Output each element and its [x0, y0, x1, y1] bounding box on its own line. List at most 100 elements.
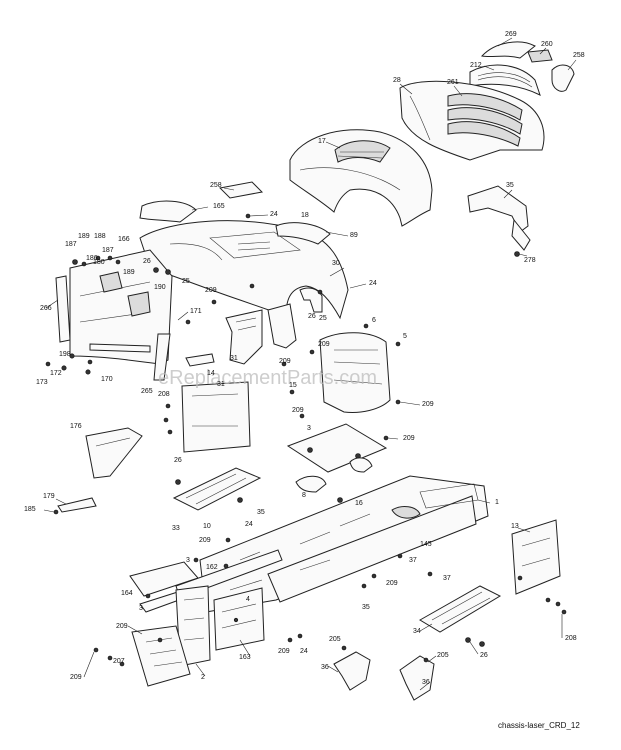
callout-c212: 212: [470, 62, 482, 69]
callout-c176: 176: [70, 423, 82, 430]
callout-c163: 163: [239, 654, 251, 661]
light-bracket: [551, 64, 575, 92]
callout-c266: 266: [40, 305, 52, 312]
callout-c25b: 25: [319, 315, 327, 322]
floor-shield: [85, 427, 143, 479]
callout-c24d: 24: [300, 648, 308, 655]
callout-c187b: 187: [102, 247, 114, 254]
leader-lines: [43, 37, 577, 691]
clip: [53, 497, 97, 515]
hood: [289, 129, 433, 227]
callout-c145: 145: [420, 541, 432, 548]
callout-c24c: 24: [245, 521, 253, 528]
callout-c209e: 209: [292, 407, 304, 414]
callout-c13: 13: [511, 523, 519, 530]
callout-c16: 16: [355, 500, 363, 507]
side-panel-right: [511, 519, 567, 615]
fender-trim: [275, 222, 331, 245]
front-bumper: [93, 625, 191, 687]
callout-c209b: 209: [318, 341, 330, 348]
callout-c265: 265: [141, 388, 153, 395]
callout-c24a: 24: [270, 211, 278, 218]
callout-c18: 18: [301, 212, 309, 219]
callout-c2: 2: [201, 674, 205, 681]
callout-c31b: 31: [217, 381, 225, 388]
callout-c209f: 209: [403, 435, 415, 442]
callout-c31a: 31: [230, 355, 238, 362]
callout-c17: 17: [318, 138, 326, 145]
side-trim-left: [55, 275, 71, 343]
callout-c26b: 26: [308, 313, 316, 320]
callout-c205a: 205: [329, 636, 341, 643]
callout-c15: 15: [289, 382, 297, 389]
callout-c208b: 208: [565, 635, 577, 642]
callout-c33: 33: [172, 525, 180, 532]
cross-member: [213, 587, 265, 651]
callout-c28: 28: [393, 77, 401, 84]
callout-c185: 185: [24, 506, 36, 513]
callout-c14: 14: [207, 370, 215, 377]
callout-c209d: 209: [422, 401, 434, 408]
callout-c26a: 26: [143, 258, 151, 265]
callout-c261: 261: [447, 79, 459, 86]
dash-tower: [319, 332, 391, 413]
callout-c173: 173: [36, 379, 48, 386]
callout-c170: 170: [101, 376, 113, 383]
callout-c26c: 26: [174, 457, 182, 464]
dash-lower-bracket: [89, 343, 151, 353]
callout-c25a: 25: [182, 278, 190, 285]
callout-c209k: 209: [278, 648, 290, 655]
callout-c89: 89: [350, 232, 358, 239]
callout-c3c: 3: [139, 605, 143, 612]
callout-c188: 188: [94, 233, 106, 240]
callout-c179: 179: [43, 493, 55, 500]
callout-c209g: 209: [199, 537, 211, 544]
callout-c171: 171: [190, 308, 202, 315]
callout-c3a: 3: [307, 425, 311, 432]
callout-c26d: 26: [480, 652, 488, 659]
mount-bracket-right: [399, 655, 435, 701]
callout-c208a: 208: [158, 391, 170, 398]
pedal-rod: [185, 353, 215, 367]
steering-plate: [286, 423, 388, 503]
callout-c198: 198: [59, 351, 71, 358]
side-panel-left: [163, 381, 251, 453]
callout-c205b: 205: [437, 652, 449, 659]
callout-c209j: 209: [70, 674, 82, 681]
callout-c164: 164: [121, 590, 133, 597]
callout-c35b: 35: [257, 509, 265, 516]
column-support: [225, 303, 297, 365]
callout-c187a: 187: [65, 241, 77, 248]
fender-assembly: [139, 220, 349, 320]
diagram-caption: chassis-laser_CRD_12: [498, 721, 580, 730]
headlight-lens: [481, 41, 553, 63]
mount-bracket-left: [333, 645, 371, 691]
callout-c207: 207: [113, 658, 125, 665]
callout-c209h: 209: [386, 580, 398, 587]
callout-c37a: 37: [409, 557, 417, 564]
fuel-cap-cover: [218, 181, 264, 199]
callout-c24b: 24: [369, 280, 377, 287]
callout-c30: 30: [332, 260, 340, 267]
callout-c36b: 36: [422, 679, 430, 686]
callout-c10: 10: [203, 523, 211, 530]
footrest-right: [419, 585, 502, 647]
callout-c3b: 3: [186, 557, 190, 564]
callout-c190: 190: [154, 284, 166, 291]
callout-c34: 34: [413, 628, 421, 635]
callout-c162: 162: [206, 564, 218, 571]
callout-c209c: 209: [279, 358, 291, 365]
callout-c37b: 37: [443, 575, 451, 582]
callout-c165: 165: [213, 203, 225, 210]
callout-c260: 260: [541, 41, 553, 48]
footrest-left: [172, 467, 262, 511]
callout-c180: 180: [93, 259, 105, 266]
callout-c6: 6: [372, 317, 376, 324]
callout-c258b: 258: [210, 182, 222, 189]
dash-hardware: [45, 255, 171, 375]
callout-c269: 269: [505, 31, 517, 38]
callout-c36a: 36: [321, 664, 329, 671]
callout-c189b: 189: [123, 269, 135, 276]
